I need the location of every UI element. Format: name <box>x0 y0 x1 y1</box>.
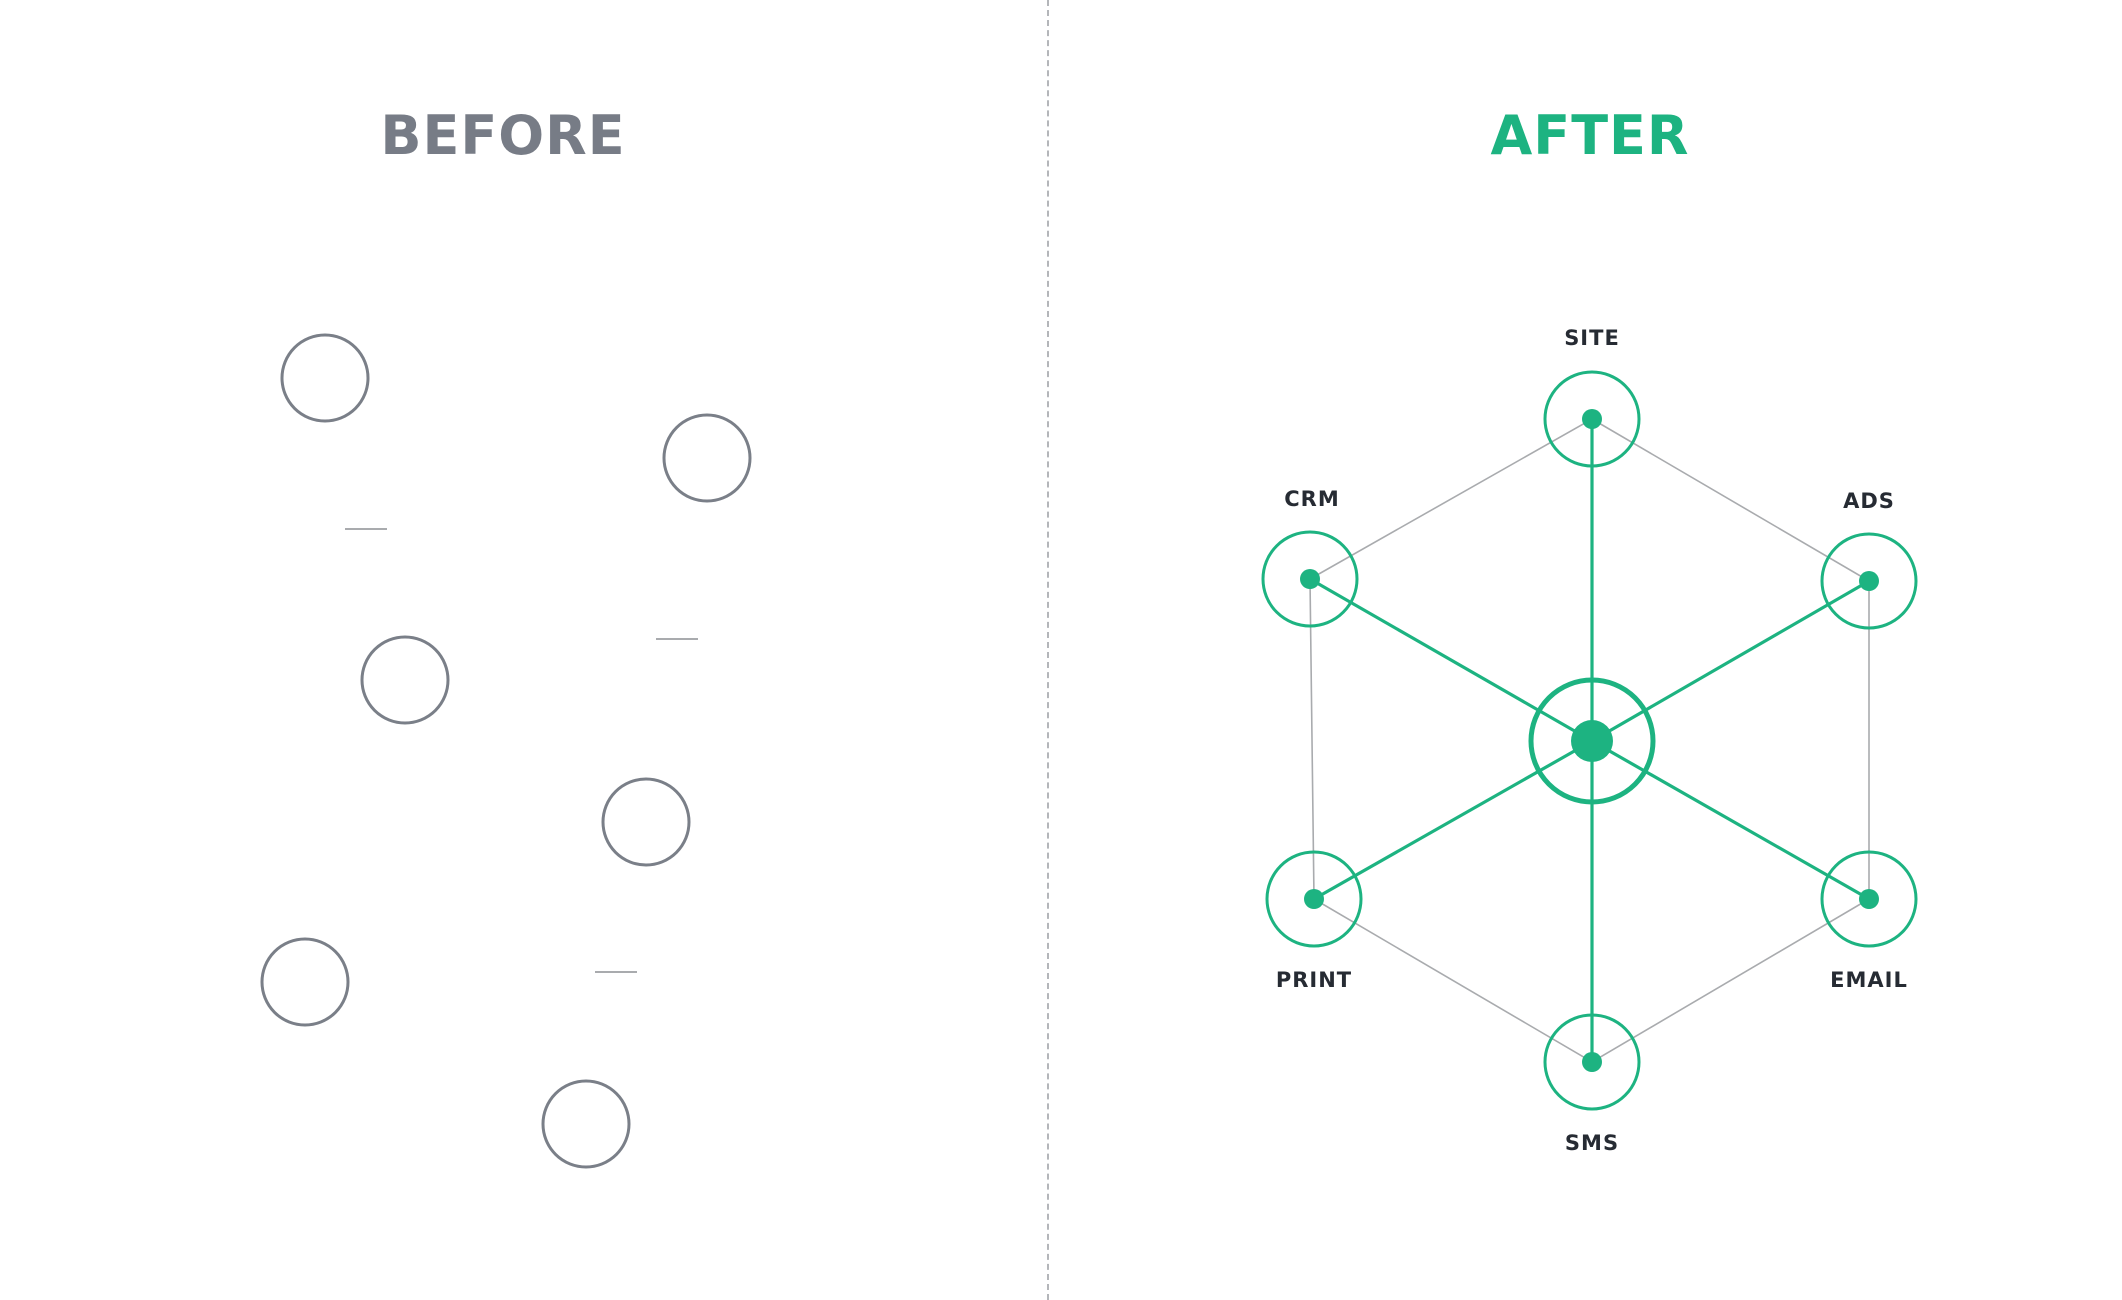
node-label-email: EMAIL <box>1830 968 1908 992</box>
after-title: AFTER <box>1490 104 1690 167</box>
node-label-sms: SMS <box>1565 1131 1619 1155</box>
before-stray-dashes <box>345 528 698 973</box>
before-circle <box>280 333 370 423</box>
before-circle <box>360 635 450 725</box>
before-circle <box>260 937 350 1027</box>
before-circle <box>662 413 752 503</box>
before-title: BEFORE <box>380 104 626 167</box>
node-print: PRINT <box>1265 850 1363 992</box>
node-label-print: PRINT <box>1276 968 1352 992</box>
panel-divider <box>1047 0 1049 1300</box>
before-circle <box>541 1079 631 1169</box>
before-diagram <box>260 333 752 1169</box>
after-spokes <box>1309 419 1870 1062</box>
node-label-ads: ADS <box>1843 489 1895 513</box>
node-sms: SMS <box>1543 1013 1641 1155</box>
node-crm: CRM <box>1261 487 1359 628</box>
node-label-crm: CRM <box>1284 487 1339 511</box>
node-email: EMAIL <box>1820 850 1918 992</box>
node-ads: ADS <box>1820 489 1918 630</box>
node-site: SITE <box>1543 326 1641 468</box>
node-label-site: SITE <box>1564 326 1620 350</box>
before-circle <box>601 777 691 867</box>
hub-node-icon <box>1528 677 1656 805</box>
